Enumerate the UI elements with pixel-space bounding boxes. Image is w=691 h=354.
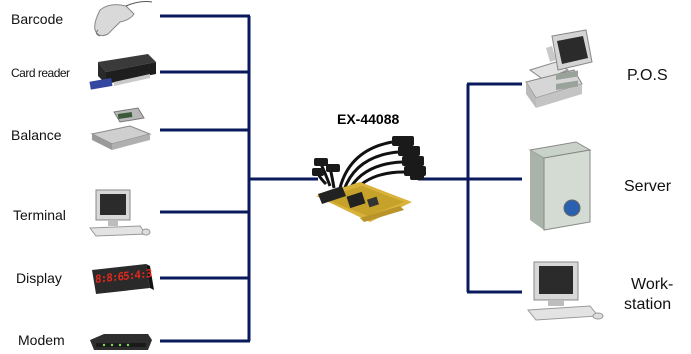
- label-display: Display: [16, 270, 62, 286]
- label-work: Work-: [631, 276, 674, 293]
- pos-terminal-icon: [525, 29, 593, 108]
- label-card-reader: Card reader: [11, 66, 70, 80]
- server-tower-icon: [528, 70, 592, 231]
- left-bus: [160, 14, 318, 343]
- led-display-icon: [92, 264, 154, 294]
- barcode-scanner-icon: [94, 1, 153, 37]
- workstation-icon: [527, 261, 604, 321]
- label-barcode: Barcode: [11, 11, 64, 27]
- serial-card-icon: [312, 136, 426, 222]
- card-reader-icon: [89, 54, 156, 90]
- label-server: Server: [624, 178, 672, 195]
- terminal-icon: [89, 189, 151, 237]
- right-bus: [418, 82, 522, 294]
- modem-icon: [90, 334, 152, 350]
- scale-icon: [90, 107, 152, 150]
- label-pos: P.O.S: [627, 67, 668, 84]
- label-station: station: [624, 296, 672, 313]
- label-balance: Balance: [11, 127, 62, 143]
- card-title: EX-44088: [337, 111, 400, 127]
- label-modem: Modem: [18, 332, 65, 348]
- label-terminal: Terminal: [13, 207, 66, 223]
